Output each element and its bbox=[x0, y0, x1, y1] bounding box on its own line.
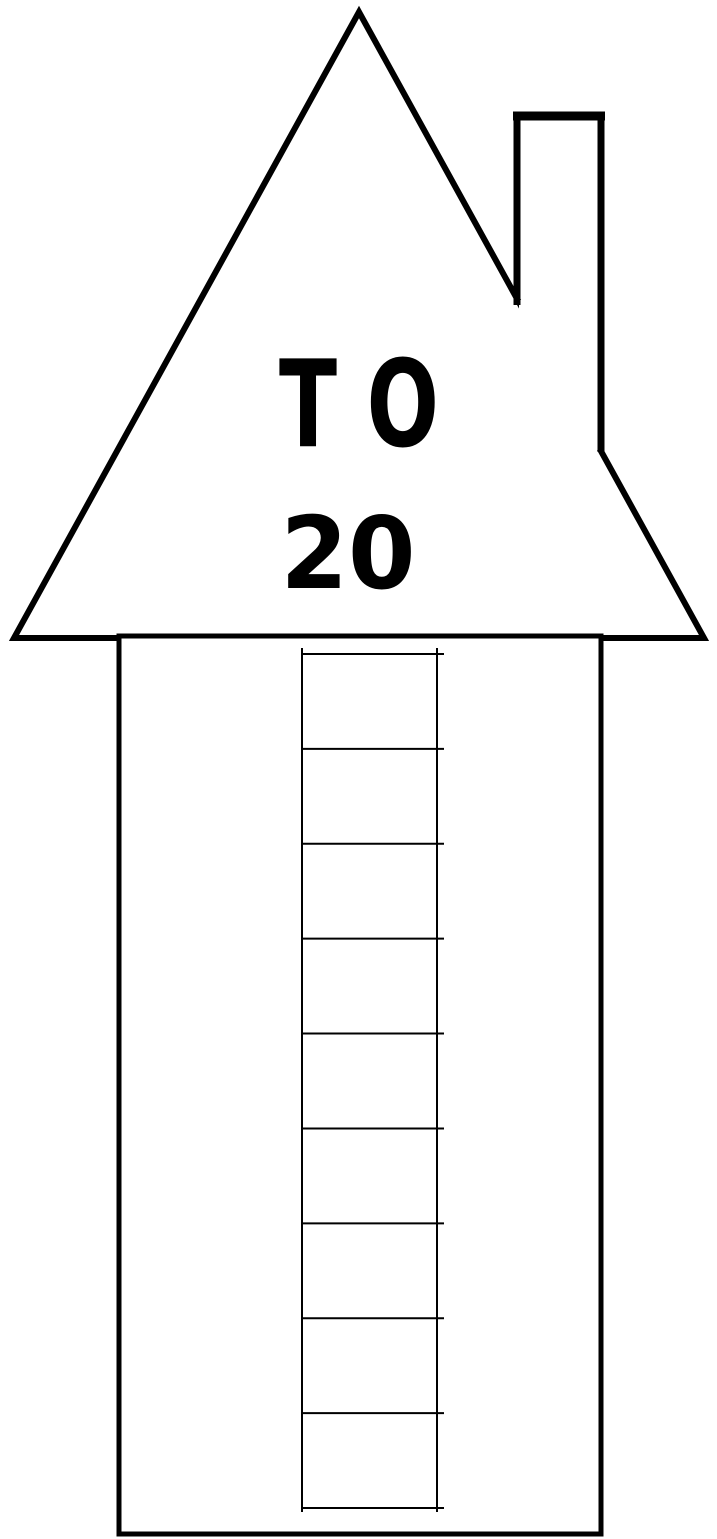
roof-number: 20 bbox=[281, 495, 416, 612]
roof-title: T O bbox=[279, 336, 439, 475]
house-body bbox=[119, 636, 601, 1534]
